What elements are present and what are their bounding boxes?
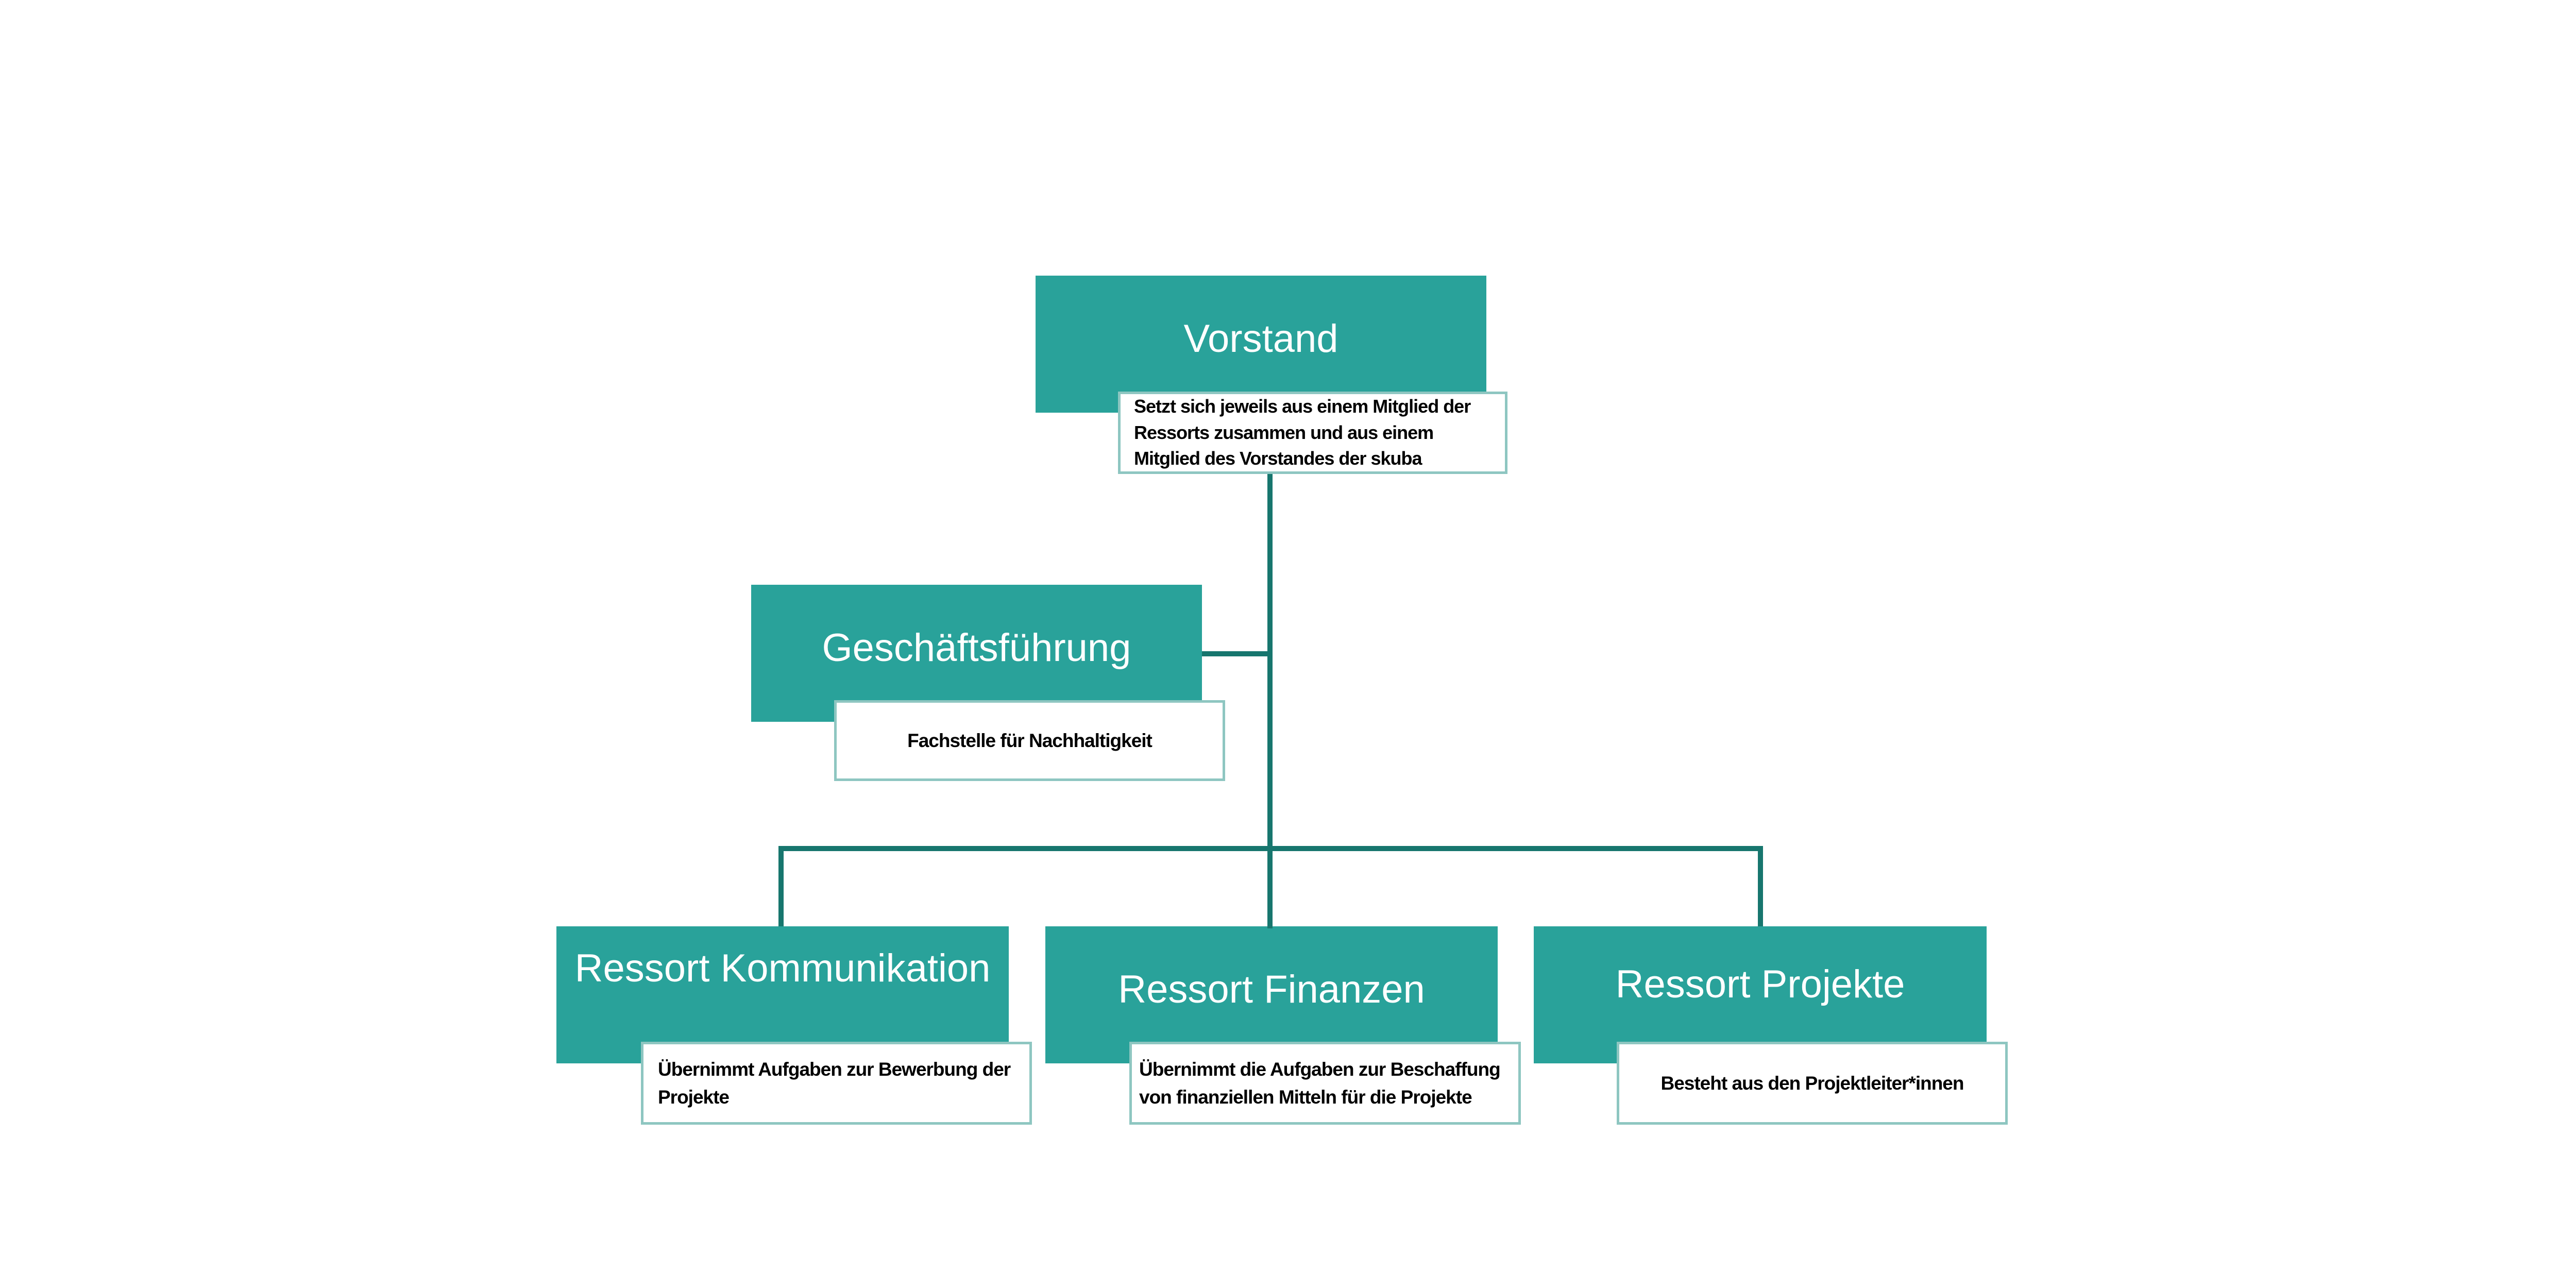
node-ressort-projekte: Ressort Projekte — [1534, 926, 1987, 1063]
node-vorstand: Vorstand — [1036, 276, 1486, 413]
description-text: Übernimmt Aufgaben zur Bewerbung der Pro… — [658, 1058, 1011, 1108]
node-title: Geschäftsführung — [822, 625, 1131, 670]
connector-projekte — [1758, 846, 1763, 928]
node-ressort-kommunikation: Ressort Kommunikation — [556, 926, 1009, 1063]
node-kommunikation-description: Übernimmt Aufgaben zur Bewerbung der Pro… — [641, 1042, 1032, 1125]
connector-geschaeftsfuehrung — [1200, 651, 1270, 656]
node-title: Ressort Kommunikation — [574, 946, 991, 990]
node-geschaeftsfuehrung: Geschäftsführung — [751, 585, 1202, 722]
connector-finanzen — [1267, 846, 1273, 928]
node-title: Ressort Projekte — [1615, 962, 1905, 1006]
description-text: Setzt sich jeweils aus einem Mitglied de… — [1134, 396, 1471, 469]
node-finanzen-description: Übernimmt die Aufgaben zur Beschaffung v… — [1129, 1042, 1521, 1125]
connector-vorstand-trunk — [1267, 471, 1273, 927]
node-geschaeftsfuehrung-description: Fachstelle für Nachhaltigkeit — [834, 700, 1225, 781]
node-vorstand-description: Setzt sich jeweils aus einem Mitglied de… — [1118, 392, 1507, 474]
node-title: Ressort Finanzen — [1118, 967, 1425, 1011]
node-title: Vorstand — [1183, 316, 1338, 361]
connector-kommunikation — [778, 846, 784, 928]
node-ressort-finanzen: Ressort Finanzen — [1045, 926, 1498, 1063]
description-text: Besteht aus den Projektleiter*innen — [1660, 1072, 1964, 1094]
description-text: Übernimmt die Aufgaben zur Beschaffung v… — [1139, 1058, 1501, 1108]
description-text: Fachstelle für Nachhaltigkeit — [907, 730, 1153, 751]
node-projekte-description: Besteht aus den Projektleiter*innen — [1617, 1042, 2008, 1125]
